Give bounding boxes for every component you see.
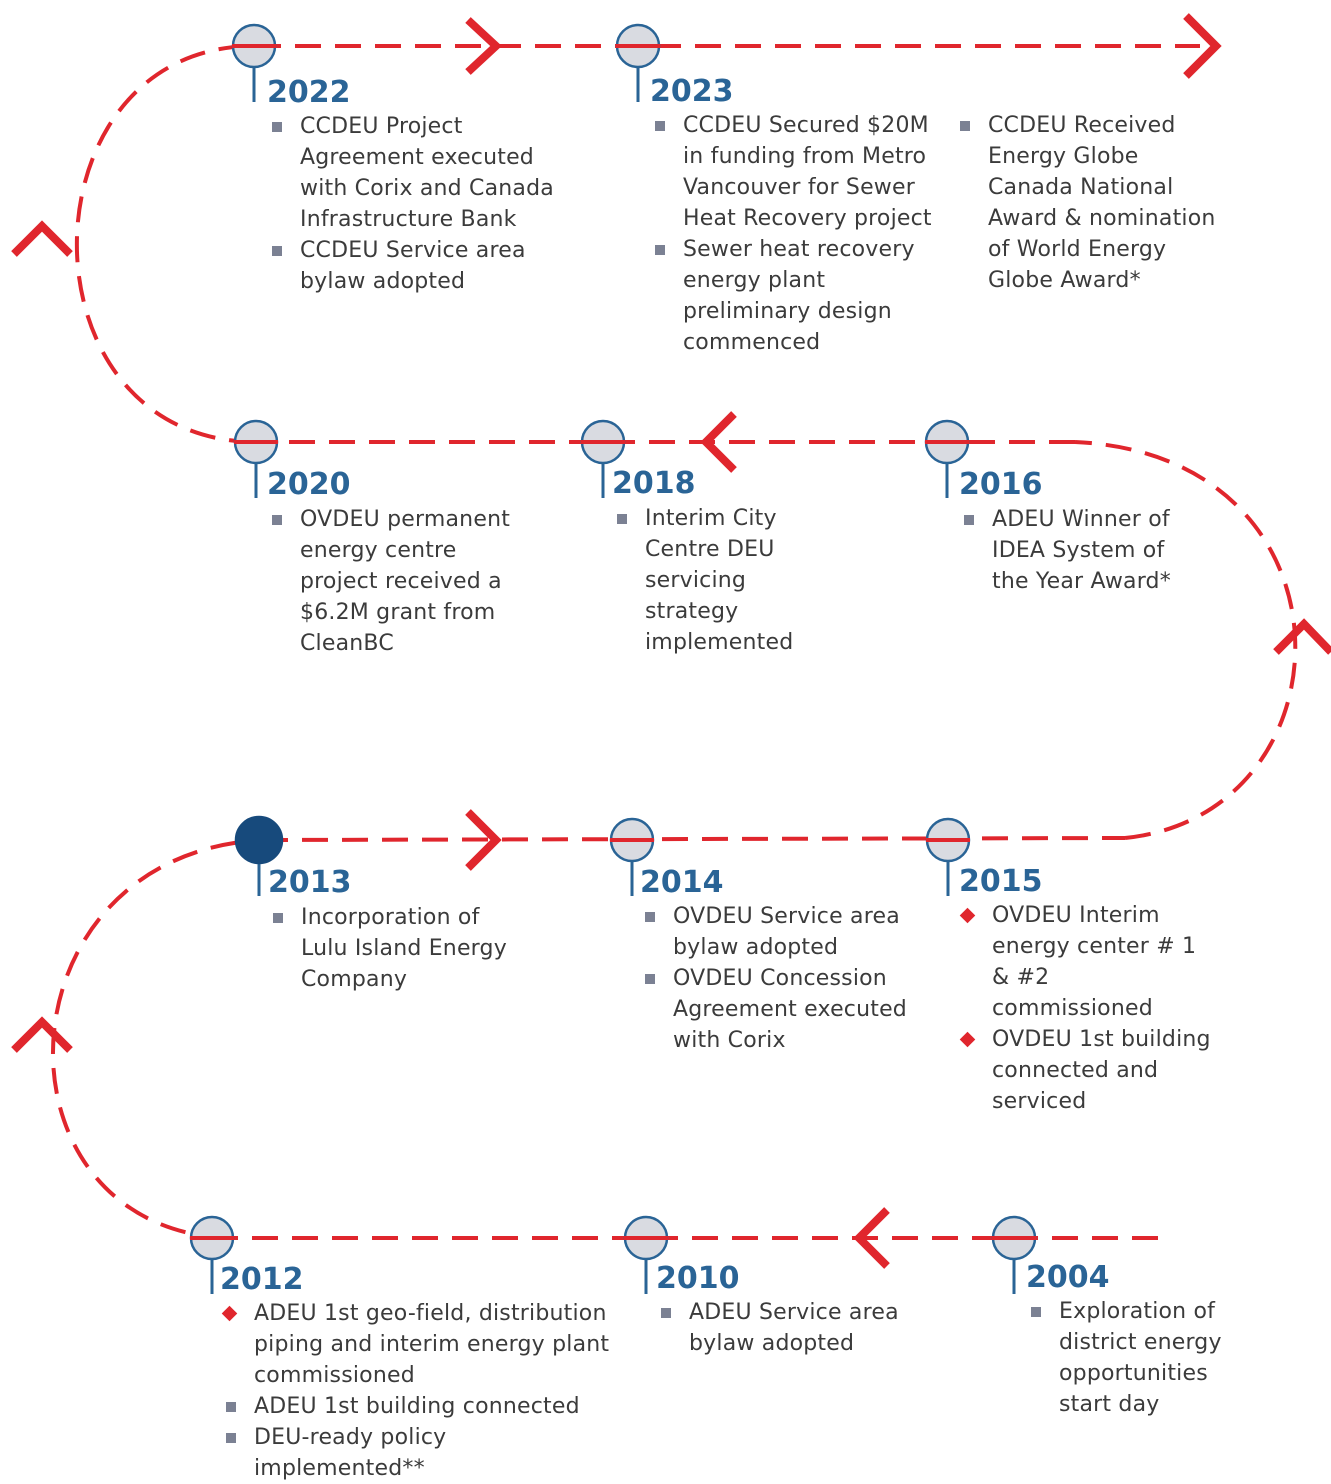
- list-item: OVDEU Interim energy center # 1 & #2 com…: [962, 900, 1212, 1024]
- list-item: Exploration of district energy opportuni…: [1029, 1296, 1229, 1420]
- milestone-2023-award-list: CCDEU Received Energy Globe Canada Natio…: [958, 110, 1230, 296]
- arrow-up-icon: [11, 1016, 73, 1053]
- path-segment-row3: [261, 836, 1126, 842]
- milestone-2022-list: CCDEU Project Agreement executed with Co…: [270, 111, 570, 297]
- list-item: ADEU 1st geo-field, distribution piping …: [224, 1298, 624, 1391]
- milestone-2013-list: Incorporation of Lulu Island Energy Comp…: [271, 902, 516, 995]
- year-2022: 2022: [267, 75, 351, 110]
- list-item: Sewer heat recovery energy plant prelimi…: [653, 234, 935, 358]
- year-2012: 2012: [220, 1262, 304, 1297]
- year-2016: 2016: [959, 467, 1043, 502]
- list-item: CCDEU Service area bylaw adopted: [270, 235, 570, 297]
- milestone-2014-list: OVDEU Service area bylaw adopted OVDEU C…: [643, 901, 908, 1056]
- milestone-2004-list: Exploration of district energy opportuni…: [1029, 1296, 1229, 1420]
- path-curve-left-lower: [51, 838, 263, 1240]
- milestone-2012-list: ADEU 1st geo-field, distribution piping …: [224, 1298, 624, 1484]
- list-item: OVDEU 1st building connected and service…: [962, 1024, 1212, 1117]
- milestone-pin-2004: [991, 1215, 1037, 1294]
- milestone-2018-list: Interim City Centre DEU servicing strate…: [615, 503, 845, 658]
- list-item: OVDEU permanent energy centre project re…: [270, 504, 520, 659]
- milestone-pin-2023: [615, 23, 661, 102]
- arrow-up-icon: [1273, 618, 1331, 655]
- year-2004: 2004: [1026, 1260, 1110, 1295]
- milestone-pin-2022: [231, 23, 277, 102]
- milestone-pin-2012: [189, 1215, 235, 1294]
- list-item: CCDEU Received Energy Globe Canada Natio…: [958, 110, 1230, 296]
- path-curve-right: [1074, 440, 1298, 840]
- arrow-left-icon: [853, 1207, 890, 1269]
- list-item: Incorporation of Lulu Island Energy Comp…: [271, 902, 516, 995]
- year-2013: 2013: [268, 865, 352, 900]
- list-item: Interim City Centre DEU servicing strate…: [615, 503, 845, 658]
- list-item: ADEU Service area bylaw adopted: [659, 1297, 899, 1359]
- arrow-right-icon: [465, 17, 502, 75]
- list-item: CCDEU Project Agreement executed with Co…: [270, 111, 570, 235]
- arrow-up-icon: [11, 220, 73, 257]
- year-2020: 2020: [267, 467, 351, 502]
- list-item: CCDEU Secured $20M in funding from Metro…: [653, 110, 935, 234]
- milestone-pin-2014: [609, 817, 655, 896]
- list-item: ADEU Winner of IDEA System of the Year A…: [962, 504, 1192, 597]
- list-item: ADEU 1st building connected: [224, 1391, 624, 1422]
- path-curve-left-upper: [74, 43, 256, 444]
- year-2015: 2015: [959, 864, 1043, 899]
- milestone-pin-2016: [924, 419, 970, 498]
- list-item: OVDEU Service area bylaw adopted: [643, 901, 908, 963]
- year-2023: 2023: [650, 74, 734, 109]
- milestone-2010-list: ADEU Service area bylaw adopted: [659, 1297, 899, 1359]
- milestone-pin-2010: [623, 1215, 669, 1294]
- timeline-path: [11, 13, 1331, 1294]
- arrow-right-icon: [465, 809, 502, 871]
- milestone-pin-2020: [233, 419, 279, 498]
- milestone-pin-2013: [234, 815, 284, 896]
- list-item: OVDEU Concession Agreement executed with…: [643, 963, 908, 1056]
- arrow-left-icon: [700, 411, 737, 473]
- year-2018: 2018: [612, 466, 696, 501]
- year-2010: 2010: [656, 1261, 740, 1296]
- milestone-2015-list: OVDEU Interim energy center # 1 & #2 com…: [962, 900, 1212, 1117]
- milestone-2020-list: OVDEU permanent energy centre project re…: [270, 504, 520, 659]
- milestone-2023-list: CCDEU Secured $20M in funding from Metro…: [653, 110, 935, 358]
- year-2014: 2014: [640, 865, 724, 900]
- milestone-pin-2015: [925, 817, 971, 896]
- list-item: DEU-ready policy implemented**: [224, 1422, 624, 1484]
- arrow-right-icon: [1183, 13, 1222, 79]
- milestone-2016-list: ADEU Winner of IDEA System of the Year A…: [962, 504, 1192, 597]
- milestone-pin-2018: [580, 419, 626, 498]
